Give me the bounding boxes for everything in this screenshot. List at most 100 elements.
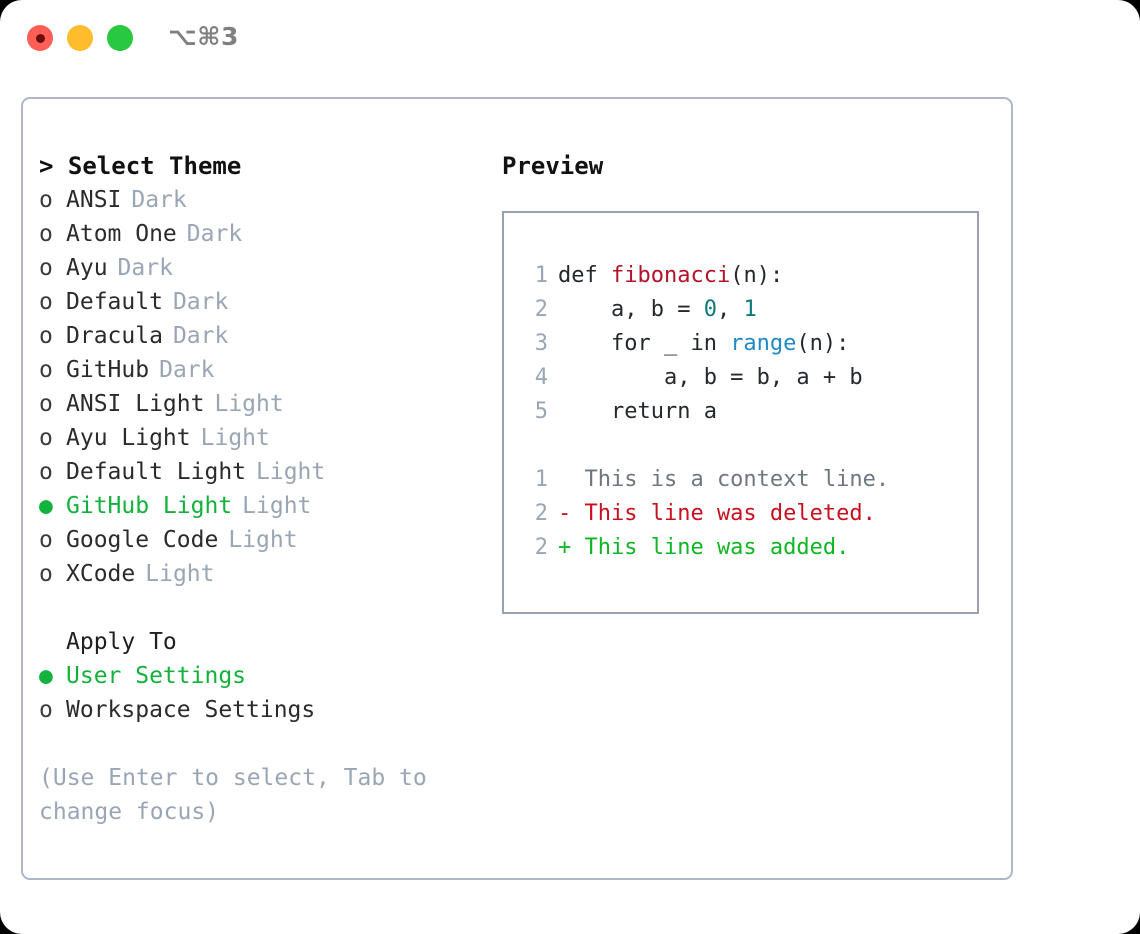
minimize-button[interactable] (67, 25, 93, 51)
apply-to-section: Apply To ● User Settings o Workspace Settin… (39, 625, 479, 727)
apply-to-option[interactable]: ● User Settings (39, 659, 479, 693)
theme-option-variant: Dark (172, 289, 229, 315)
radio-selected-icon: ● (39, 663, 53, 689)
theme-option[interactable]: o GitHub Dark (39, 353, 479, 387)
line-number: 2 (534, 535, 548, 560)
theme-option-variant: Light (200, 425, 270, 451)
theme-option[interactable]: o Default Light Light (39, 455, 479, 489)
code-token: a, b = b, a + b (558, 365, 863, 390)
diff-line: 1 This is a context line. (522, 463, 889, 497)
radio-unselected-icon: o (39, 697, 53, 723)
apply-to-option[interactable]: o Workspace Settings (39, 693, 479, 727)
code-token: 0 (703, 297, 717, 322)
line-number: 2 (534, 501, 548, 526)
code-token: fibonacci (610, 263, 731, 288)
radio-unselected-icon: o (39, 221, 53, 247)
diff-line-text: This is a context line. (558, 467, 890, 492)
theme-option[interactable]: o ANSI Light Light (39, 387, 479, 421)
code-blank-line (522, 429, 889, 463)
line-number: 1 (534, 467, 548, 492)
theme-option-label: Ayu Light (66, 425, 191, 451)
theme-option-label: Default Light (66, 459, 247, 485)
theme-option-label: GitHub (66, 357, 150, 383)
maximize-button[interactable] (107, 25, 133, 51)
line-number: 1 (534, 263, 548, 288)
theme-option[interactable]: o Google Code Light (39, 523, 479, 557)
select-theme-header: > Select Theme (39, 152, 242, 180)
diff-line-text: + This line was added. (558, 535, 850, 560)
line-number: 2 (534, 297, 548, 322)
diff-line: 2 + This line was added. (522, 531, 889, 565)
keyboard-shortcut-label: ⌥⌘3 (168, 22, 239, 51)
code-line-text: a, b = b, a + b (558, 361, 863, 395)
code-line: 5 return a (522, 395, 889, 429)
theme-option[interactable]: o Atom One Dark (39, 217, 479, 251)
theme-option-label: ANSI Light (66, 391, 205, 417)
code-line: 2 a, b = 0, 1 (522, 293, 889, 327)
radio-unselected-icon: o (39, 391, 53, 417)
theme-option[interactable]: o Dracula Dark (39, 319, 479, 353)
code-line: 3 for _ in range(n): (522, 327, 889, 361)
theme-option-variant: Light (256, 459, 326, 485)
close-button[interactable] (27, 25, 53, 51)
code-token: a, b = (558, 297, 704, 322)
preview-header: Preview (502, 152, 604, 180)
theme-option-label: Default (66, 289, 163, 315)
radio-unselected-icon: o (39, 527, 53, 553)
theme-option-variant: Dark (186, 221, 243, 247)
code-token: return a (558, 399, 717, 424)
code-token: 1 (743, 297, 757, 322)
code-token: range (730, 331, 797, 356)
theme-option[interactable]: o Ayu Light Light (39, 421, 479, 455)
code-token: (n): (730, 263, 784, 288)
code-line: 4 a, b = b, a + b (522, 361, 889, 395)
diff-line-text: - This line was deleted. (558, 501, 876, 526)
apply-to-list: ● User Settings o Workspace Settings (39, 659, 479, 727)
title-bar: ⌥⌘3 (0, 0, 1140, 78)
code-line-text: for _ in range(n): (558, 327, 849, 361)
code-token: , (716, 297, 744, 322)
line-number: 3 (534, 331, 548, 356)
theme-option-variant: Dark (117, 255, 173, 281)
theme-option-label: GitHub Light (66, 493, 233, 519)
theme-option-label: Dracula (66, 323, 163, 349)
theme-option-variant: Dark (172, 323, 229, 349)
radio-unselected-icon: o (39, 561, 53, 587)
theme-option-variant: Light (145, 561, 215, 587)
theme-option-variant: Dark (159, 357, 215, 383)
apply-to-option-label: Workspace Settings (66, 697, 316, 723)
radio-unselected-icon: o (39, 425, 53, 451)
radio-unselected-icon: o (39, 289, 53, 315)
theme-option-label: Atom One (66, 221, 177, 247)
line-number: 4 (534, 365, 548, 390)
code-line-text: a, b = 0, 1 (558, 293, 757, 327)
line-number: 5 (534, 399, 548, 424)
theme-option-variant: Light (214, 391, 284, 417)
theme-option-label: Ayu (66, 255, 108, 281)
theme-option-label: ANSI (66, 187, 122, 213)
code-token: for _ in (558, 331, 731, 356)
theme-option-variant: Dark (131, 187, 187, 213)
diff-line: 2 - This line was deleted. (522, 497, 889, 531)
radio-unselected-icon: o (39, 357, 53, 383)
theme-option-label: Google Code (66, 527, 219, 553)
radio-unselected-icon: o (39, 323, 53, 349)
keyboard-hint-text: (Use Enter to select, Tab to change focu… (39, 765, 441, 825)
theme-option[interactable]: o ANSI Dark (39, 183, 479, 217)
apply-to-option-label: User Settings (66, 663, 247, 689)
radio-unselected-icon: o (39, 187, 53, 213)
theme-option-variant: Light (242, 493, 312, 519)
apply-to-header: Apply To (66, 629, 177, 655)
theme-option[interactable]: o Default Dark (39, 285, 479, 319)
theme-option-variant: Light (228, 527, 298, 553)
radio-unselected-icon: o (39, 459, 53, 485)
